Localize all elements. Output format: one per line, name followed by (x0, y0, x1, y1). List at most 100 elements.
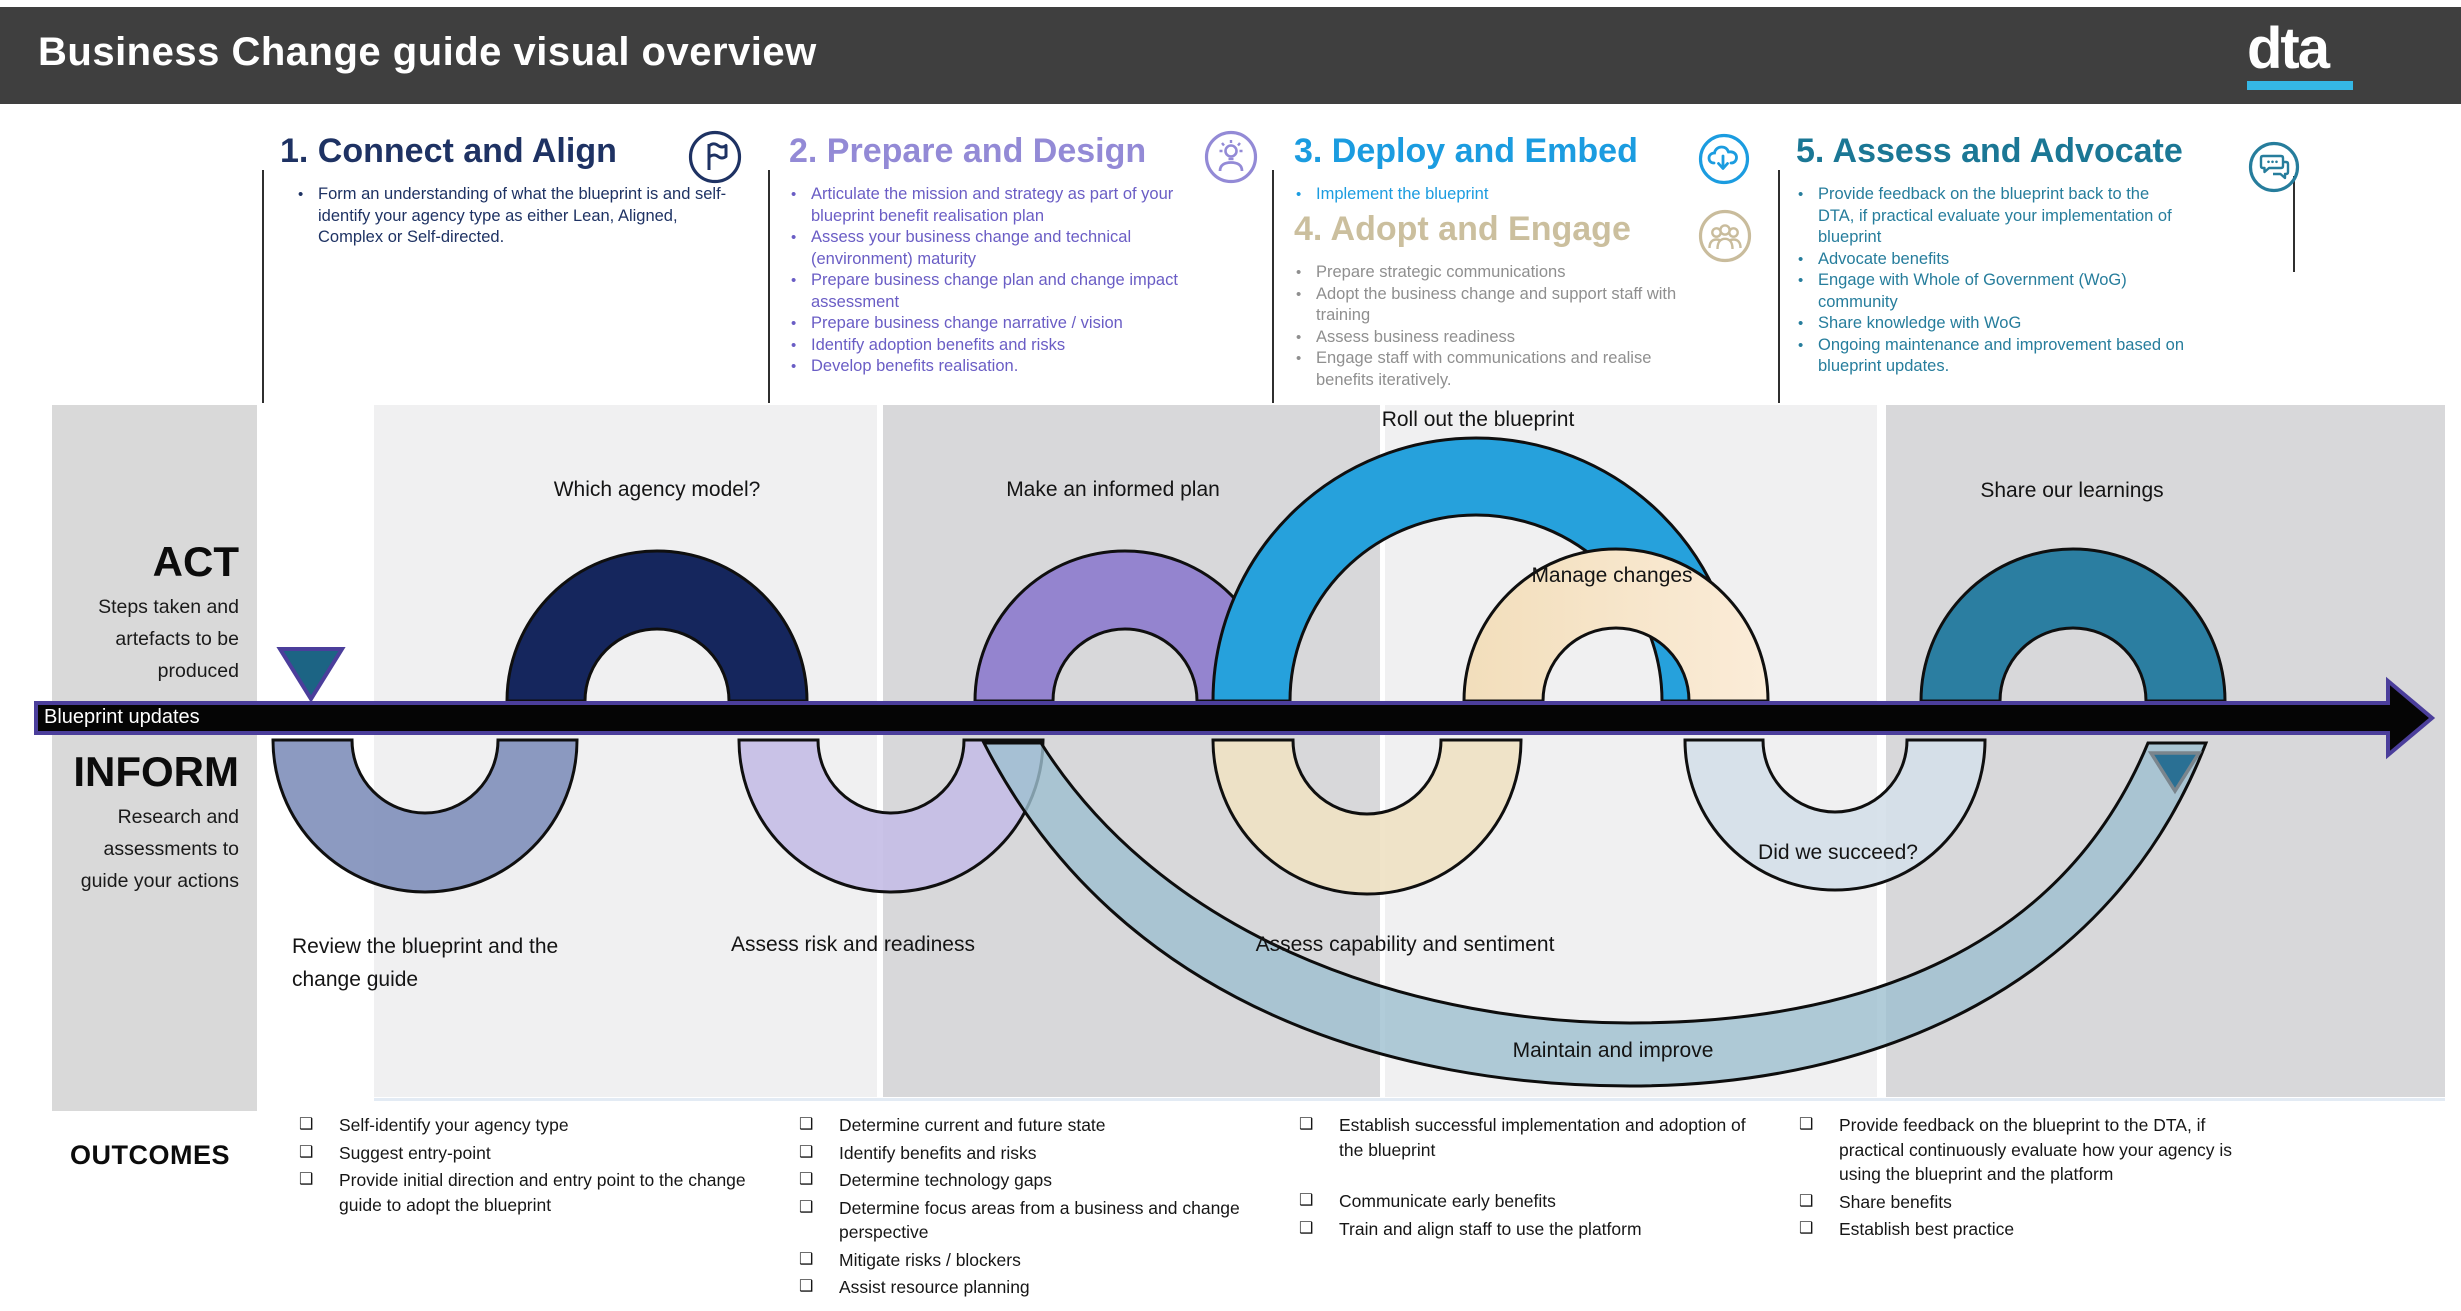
phase-bullet: Form an understanding of what the bluepr… (318, 185, 727, 246)
bullet-icon: • (1296, 328, 1302, 346)
outcome-item: Determine current and future state (839, 1115, 1106, 1135)
column-divider (768, 170, 770, 403)
bullet-icon: • (791, 229, 797, 246)
checkbox-icon: ❑ (799, 1278, 814, 1295)
checkbox-icon: ❑ (299, 1171, 314, 1188)
bullet-icon: • (791, 315, 797, 332)
phase-assess-advocate: 5. Assess and Advocate • Provide feedback… (1796, 132, 2296, 378)
bullet-icon: • (1296, 186, 1302, 203)
phase-deploy-embed: 3. Deploy and Embed • Implement the bluep… (1294, 132, 1764, 206)
bullet-icon: • (791, 336, 797, 354)
outcomes-deploy-adopt: ❑Establish successful implementation and… (1295, 1113, 1764, 1244)
phase-bullet: Implement the blueprint (1316, 185, 1489, 203)
idea-person-icon (1204, 130, 1258, 184)
inform-description: Research and assessments to guide your a… (80, 806, 239, 892)
act-block: ACT Steps taken and artefacts to be prod… (52, 540, 239, 687)
act-label: ACT (152, 538, 239, 585)
label-review-blueprint: Review the blueprint and the change guid… (292, 935, 559, 991)
checkbox-icon: ❑ (799, 1250, 814, 1268)
checkbox-icon: ❑ (1799, 1116, 1814, 1133)
arch-manage-changes (1462, 547, 1770, 703)
phase-bullet: Identify adoption benefits and risks (811, 335, 1066, 354)
outcome-item: Suggest entry-point (339, 1142, 491, 1163)
phase-title: 3. Deploy and Embed (1294, 132, 1638, 170)
checkbox-icon: ❑ (799, 1171, 814, 1188)
flag-icon (688, 130, 742, 184)
blueprint-updates-arrow (34, 676, 2436, 760)
bullet-icon: • (791, 272, 797, 289)
phase-adopt-engage: 4. Adopt and Engage •Prepare strategic c… (1294, 210, 1764, 391)
page-title: Business Change guide visual overview (38, 30, 817, 74)
header-bar (0, 7, 2461, 104)
checkbox-icon: ❑ (299, 1116, 314, 1133)
label-assess-risk: Assess risk and readiness (731, 933, 975, 956)
bullet-icon: • (1798, 186, 1804, 203)
phase-title: 1. Connect and Align (280, 132, 617, 170)
inform-label: INFORM (73, 748, 239, 795)
phase-bullet: Advocate benefits (1818, 249, 1950, 268)
checkbox-icon: ❑ (1799, 1220, 1814, 1237)
checkbox-icon: ❑ (1299, 1219, 1314, 1237)
phase-connect-align: 1. Connect and Align • Form an understand… (280, 132, 750, 249)
outcome-item: Communicate early benefits (1339, 1191, 1556, 1211)
bullet-icon: • (1296, 285, 1302, 303)
dta-logo-underline (2247, 81, 2353, 90)
column-divider (1778, 170, 1780, 403)
outcome-item: Determine technology gaps (839, 1170, 1053, 1190)
phase-title: 4. Adopt and Engage (1294, 210, 1631, 248)
bullet-icon: • (1798, 250, 1804, 268)
label-maintain-improve: Maintain and improve (1512, 1039, 1714, 1062)
outcome-item: Assist resource planning (839, 1277, 1030, 1297)
arch-assess-capability (1211, 738, 1523, 896)
phase-bullet: Assess your business change and technica… (811, 228, 1132, 268)
bullet-icon: • (298, 186, 304, 203)
outcome-item: Establish best practice (1839, 1219, 2015, 1239)
phase-title: 5. Assess and Advocate (1796, 132, 2183, 170)
swoosh-maintain-improve (981, 741, 2209, 1088)
outcome-item: Self-identify your agency type (339, 1115, 569, 1135)
outcomes-divider (374, 1098, 2445, 1101)
arch-review-blueprint (271, 738, 579, 894)
act-inform-panel (52, 405, 257, 1111)
arrow-label: Blueprint updates (44, 706, 200, 728)
column-divider (2293, 176, 2295, 272)
act-description: Steps taken and artefacts to be produced (98, 596, 239, 682)
checkbox-icon: ❑ (799, 1116, 814, 1133)
checkbox-icon: ❑ (1299, 1116, 1314, 1133)
label-assess-capability: Assess capability and sentiment (1255, 933, 1555, 956)
outcome-item: Train and align staff to use the platfor… (1339, 1218, 1642, 1239)
phase-bullet: Engage with Whole of Government (WoG) co… (1818, 271, 2127, 311)
label-roll-out-blueprint: Roll out the blueprint (1381, 408, 1575, 431)
dta-logo-text: dta (2247, 16, 2330, 81)
phase-bullet: Share knowledge with WoG (1818, 314, 2022, 332)
phase-bullet: Assess business readiness (1316, 327, 1516, 346)
outcomes-connect-align: ❑ Self-identify your agency type ❑ Suggest… (295, 1113, 789, 1220)
speech-bubbles-icon (2248, 141, 2300, 193)
outcome-item: Mitigate risks / blockers (839, 1249, 1021, 1270)
label-did-we-succeed: Did we succeed? (1758, 841, 1918, 864)
outcome-item: Provide feedback on the blueprint to the… (1839, 1115, 2232, 1184)
label-make-informed-plan: Make an informed plan (1006, 478, 1220, 501)
arch-which-agency-model (505, 549, 809, 703)
phase-bullet: Prepare business change plan and change … (811, 271, 1178, 311)
arch-did-we-succeed (1683, 738, 1987, 892)
phase-bullet: Ongoing maintenance and improvement base… (1818, 335, 2184, 376)
checkbox-icon: ❑ (1799, 1192, 1814, 1210)
dta-logo: dta (2247, 20, 2357, 90)
checkbox-icon: ❑ (1299, 1192, 1314, 1209)
bullet-icon: • (1798, 315, 1804, 332)
phase-bullet: Articulate the mission and strategy as p… (811, 185, 1174, 225)
bullet-icon: • (1798, 272, 1804, 289)
inform-block: INFORM Research and assessments to guide… (52, 750, 239, 897)
phase-bullet: Provide feedback on the blueprint back t… (1818, 185, 2172, 246)
outcomes-label: OUTCOMES (69, 1140, 230, 1170)
bullet-icon: • (791, 358, 797, 375)
outcome-item: Share benefits (1839, 1191, 1952, 1212)
phase-bullet: Develop benefits realisation. (811, 357, 1019, 375)
exit-marker-triangle (2147, 751, 2203, 795)
label-which-agency-model: Which agency model? (553, 478, 761, 501)
outcomes-assess-advocate: ❑ Provide feedback on the blueprint to th… (1795, 1113, 2249, 1245)
people-group-icon (1698, 209, 1752, 263)
cloud-download-icon (1698, 133, 1750, 185)
